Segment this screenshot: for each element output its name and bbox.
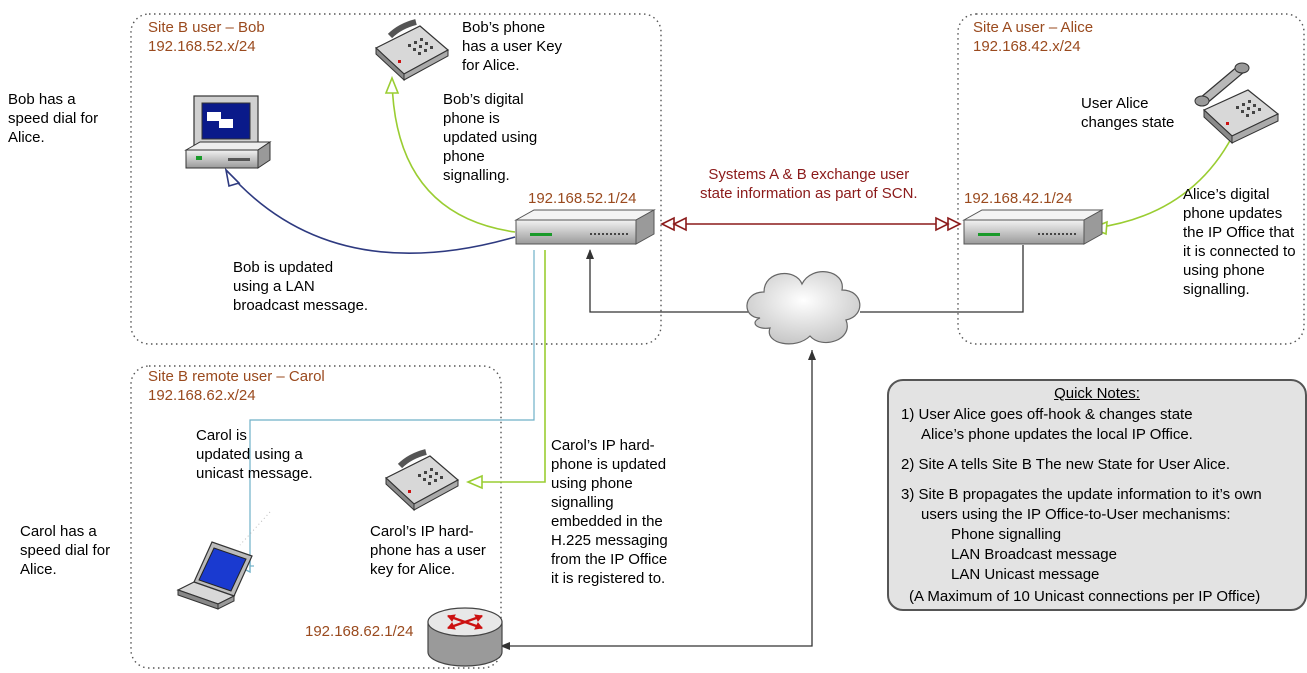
carol-speed-dial-note: Carol has a speed dial for Alice. [20, 523, 111, 578]
bob-phone-signal-link [391, 79, 516, 233]
note-3-line-1: 3) Site B propagates the update informat… [901, 486, 1262, 503]
ipo-a-address: 192.168.42.1/24 [964, 190, 1073, 207]
note-2: 2) Site A tells Site B The new State for… [901, 456, 1231, 473]
cloud-to-ipo-a-link [860, 245, 1024, 313]
lan-broadcast-link [225, 169, 516, 255]
ipo-b-to-cloud-link [589, 250, 750, 313]
unicast-limit-note: (A Maximum of 10 Unicast connections per… [909, 588, 1261, 605]
carol-ip-update-note: Carol’s IP hard- phone is updated using … [551, 437, 668, 587]
bob-pc-icon [184, 95, 272, 169]
router-address: 192.168.62.1/24 [305, 623, 414, 640]
mechanism-phone-signalling: Phone signalling [951, 526, 1062, 543]
ip-office-b-icon [514, 209, 656, 245]
quick-notes-panel: Quick Notes: 1) User Alice goes off-hook… [887, 379, 1307, 611]
scn-exchange-note: Systems A & B exchange user state inform… [700, 166, 918, 202]
alice-changes-note: User Alice changes state [1081, 95, 1175, 131]
site-a-title: Site A user – Alice [973, 19, 1094, 36]
ipo-b-address: 192.168.52.1/24 [528, 190, 637, 207]
carol-hardphone-signal-link [470, 250, 546, 483]
site-a-boundary [957, 13, 1305, 345]
internet-cloud-icon [746, 271, 861, 345]
bob-phone-arrowhead [384, 75, 400, 94]
scn-arrowhead-left-1 [660, 216, 675, 232]
carol-hardphone-arrowhead [465, 474, 483, 490]
lan-broadcast-arrowhead [224, 167, 241, 188]
carol-hardphone-note: Carol’s IP hard- phone has a user key fo… [370, 523, 486, 578]
note-1-line-2: Alice’s phone updates the local IP Offic… [921, 426, 1193, 443]
site-b-boundary [130, 13, 662, 345]
site-b-remote-subnet: 192.168.62.x/24 [148, 387, 256, 404]
carol-laptop-icon [176, 541, 253, 610]
alice-digital-note: Alice’s digital phone updates the IP Off… [1183, 186, 1296, 298]
cloud-arrowhead [808, 350, 816, 360]
bob-phone-key-note: Bob’s phone has a user Key for Alice. [462, 19, 563, 74]
site-a-subnet: 192.168.42.x/24 [973, 38, 1081, 55]
note-3-line-2: users using the IP Office-to-User mechan… [921, 506, 1231, 523]
bob-digital-note: Bob’s digital phone is updated using pho… [443, 91, 538, 184]
site-b-title: Site B user – Bob [148, 19, 265, 36]
mechanism-lan-broadcast: LAN Broadcast message [951, 546, 1117, 563]
router-arrowhead [500, 642, 510, 650]
note-1-line-1: 1) User Alice goes off-hook & changes st… [901, 406, 1193, 423]
ipo-b-arrowhead [586, 249, 594, 259]
scn-arrowhead-right-2 [935, 216, 950, 232]
site-b-remote-boundary [130, 365, 502, 669]
alice-phone-signal-link [1094, 136, 1233, 229]
ip-office-a-icon [962, 209, 1104, 245]
carol-unicast-note: Carol is updated using a unicast message… [196, 427, 313, 482]
bob-lan-note: Bob is updated using a LAN broadcast mes… [233, 259, 369, 314]
bob-speed-dial-note: Bob has a speed dial for Alice. [8, 91, 99, 146]
site-b-subnet: 192.168.52.x/24 [148, 38, 256, 55]
site-b-remote-title: Site B remote user – Carol [148, 368, 325, 385]
bob-phone-icon [374, 19, 450, 82]
carol-unicast-link [249, 250, 535, 566]
scn-arrowhead-left-2 [672, 216, 687, 232]
cloud-to-router-link [502, 350, 813, 647]
mechanism-lan-unicast: LAN Unicast message [951, 566, 1100, 583]
alice-phone-icon [1194, 62, 1280, 145]
faint-dotted-trail [239, 511, 271, 546]
quick-notes-title: Quick Notes: [1054, 385, 1140, 402]
carol-phone-icon [384, 449, 460, 512]
router-icon [427, 607, 503, 667]
